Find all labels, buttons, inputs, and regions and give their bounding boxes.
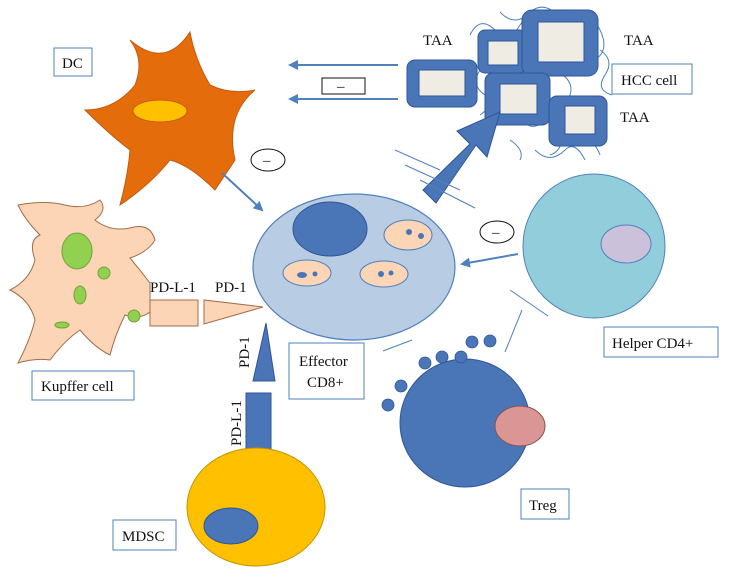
kupffer-nucleus-1	[61, 232, 93, 270]
mdsc-pd1-label: PD-1	[237, 336, 253, 368]
effector-nucleus	[292, 201, 368, 257]
hcc-label-box: HCC cell	[611, 63, 693, 95]
effector-pd1-receptor-left	[203, 299, 264, 325]
dc-nucleus	[132, 99, 188, 123]
kupffer-vesicle-2	[73, 285, 87, 305]
inhibition-box-minus: –	[336, 79, 345, 95]
helper-label-box: Helper CD4+	[603, 326, 719, 358]
mdsc-pdl1-label: PD-L-1	[229, 400, 245, 446]
treg-cytokine-dots	[381, 334, 497, 412]
dc-cell	[83, 30, 256, 207]
hcc-cell-5	[548, 95, 608, 147]
treg-cell	[399, 358, 546, 488]
kupffer-pdl1-label: PD-L-1	[150, 280, 196, 296]
effector-label-line1: Effector	[299, 354, 348, 370]
helper-to-effector-arrow	[460, 253, 519, 268]
kupffer-vesicle-1	[97, 266, 111, 280]
granule-2	[282, 259, 332, 287]
effector-pd1-receptor-bottom	[252, 322, 276, 382]
treg-nucleus	[494, 405, 546, 447]
helper-nucleus	[600, 224, 652, 264]
inhibition-circle-helper-minus: –	[491, 225, 500, 241]
mdsc-label: MDSC	[122, 529, 165, 545]
hcc-cell-3	[521, 9, 599, 77]
granule-3	[359, 260, 409, 288]
kupffer-pdl1-receptor	[149, 299, 199, 327]
dc-to-effector-arrow	[221, 172, 264, 212]
kupffer-label-box: Kupffer cell	[31, 370, 135, 401]
effector-to-hcc-big-arrow	[422, 111, 501, 204]
mdsc-cell	[186, 447, 326, 567]
taa-label-2: TAA	[624, 33, 654, 49]
helper-cd4-cell	[522, 173, 666, 319]
hcc-cell-1	[406, 59, 478, 108]
effector-label-box: Effector CD8+	[288, 342, 365, 400]
mdsc-cell-body	[186, 447, 326, 567]
taa-label-1: TAA	[423, 33, 453, 49]
dc-label: DC	[62, 56, 83, 72]
kupffer-vesicle-4	[54, 321, 70, 329]
inhibition-box-dc: –	[321, 77, 366, 95]
kupffer-cell	[8, 199, 156, 364]
inhibition-circle-dc-minus: –	[262, 153, 271, 169]
cross-line-treg	[382, 339, 413, 352]
mdsc-label-box: MDSC	[112, 519, 177, 551]
helper-label: Helper CD4+	[612, 336, 693, 352]
helper-cell-body	[522, 173, 666, 319]
treg-label: Treg	[529, 498, 557, 514]
granule-1	[383, 219, 433, 251]
kupffer-pd1-label: PD-1	[215, 280, 247, 296]
mdsc-pdl1-receptor	[245, 392, 272, 454]
kupffer-label: Kupffer cell	[41, 379, 114, 395]
dc-label-box: DC	[53, 47, 93, 77]
cross-lines-upper	[394, 149, 476, 209]
hcc-cells	[406, 6, 613, 161]
taa-label-3: TAA	[620, 110, 650, 126]
kupffer-vesicle-3	[127, 309, 141, 323]
inhibition-circle-dc: –	[250, 148, 286, 172]
kupffer-cell-body	[8, 199, 156, 364]
cross-lines-helper	[504, 289, 549, 353]
hcc-cell-2	[477, 29, 527, 74]
treg-label-box: Treg	[520, 488, 570, 520]
hcc-label: HCC cell	[621, 73, 677, 89]
hcc-cell-4	[484, 72, 551, 126]
effector-cd8-cell	[252, 193, 456, 341]
effector-label-line2: CD8+	[307, 375, 344, 391]
inhibition-circle-helper: –	[479, 220, 515, 244]
mdsc-nucleus	[203, 507, 259, 545]
